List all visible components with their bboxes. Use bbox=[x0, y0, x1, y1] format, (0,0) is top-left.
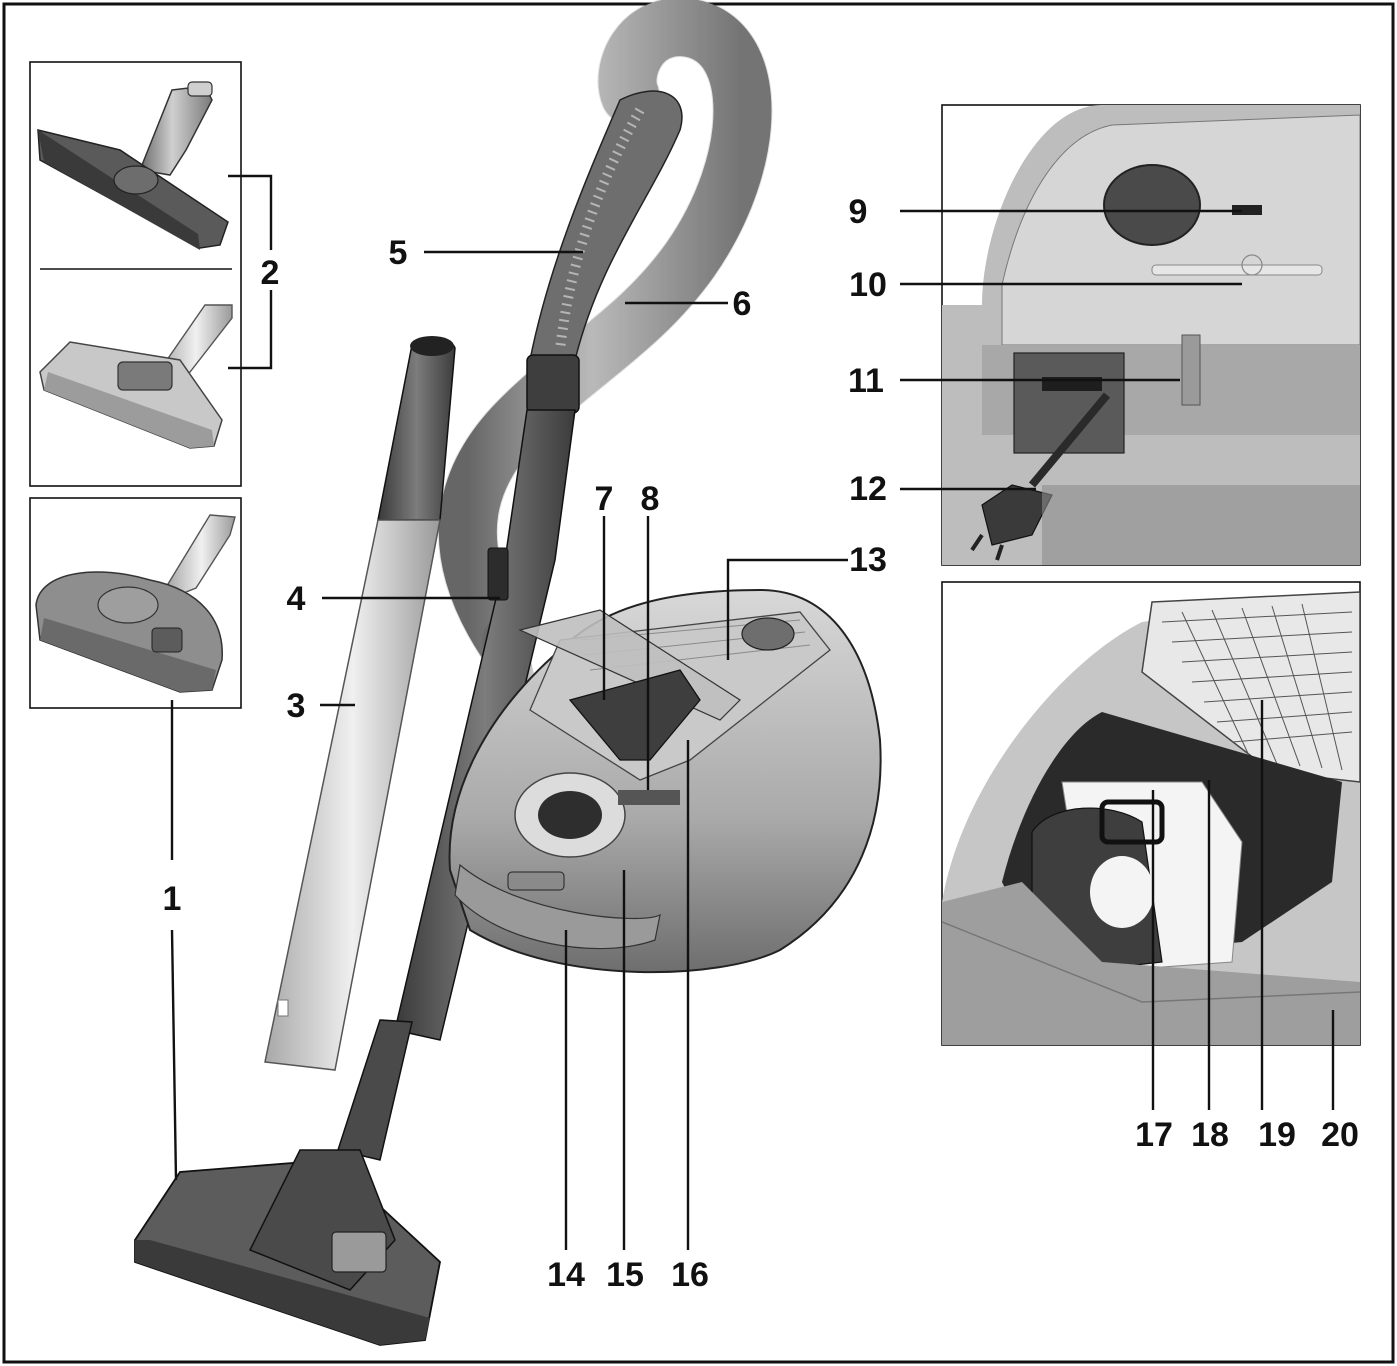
hard-floor-nozzle-illustration bbox=[37, 81, 229, 250]
carpet-nozzle-illustration bbox=[35, 514, 236, 693]
label-14: 14 bbox=[547, 1256, 585, 1294]
main-floor-nozzle-illustration bbox=[134, 1149, 441, 1346]
label-13: 13 bbox=[849, 541, 887, 579]
leader-2 bbox=[228, 174, 273, 250]
leader-lines bbox=[170, 174, 1335, 1250]
parquet-nozzle-illustration bbox=[39, 304, 233, 449]
label-12: 12 bbox=[849, 470, 887, 508]
leader-1b bbox=[170, 929, 178, 1181]
label-9: 9 bbox=[849, 193, 868, 231]
bag-compartment-inset bbox=[941, 581, 1361, 1046]
label-1: 1 bbox=[163, 880, 182, 918]
part-labels: 1 2 3 4 5 6 7 8 9 10 11 12 13 14 15 16 1… bbox=[163, 193, 1359, 1294]
label-18: 18 bbox=[1191, 1116, 1229, 1154]
telescopic-tube-illustration bbox=[337, 409, 576, 1161]
label-11: 11 bbox=[848, 362, 884, 400]
label-16: 16 bbox=[671, 1256, 709, 1294]
leader-2b bbox=[228, 290, 273, 370]
label-6: 6 bbox=[733, 285, 752, 323]
handle-illustration bbox=[526, 90, 683, 414]
extension-tube-illustration bbox=[264, 336, 456, 1071]
vacuum-body-illustration bbox=[448, 588, 882, 974]
label-15: 15 bbox=[606, 1256, 644, 1294]
label-7: 7 bbox=[595, 480, 614, 518]
leader-13 bbox=[726, 558, 848, 660]
controls-inset bbox=[941, 104, 1361, 566]
label-17: 17 bbox=[1135, 1116, 1173, 1154]
label-2: 2 bbox=[261, 254, 280, 292]
label-8: 8 bbox=[641, 480, 660, 518]
label-19: 19 bbox=[1258, 1116, 1296, 1154]
label-5: 5 bbox=[389, 234, 408, 272]
label-3: 3 bbox=[287, 687, 306, 725]
label-20: 20 bbox=[1321, 1116, 1359, 1154]
label-4: 4 bbox=[287, 580, 306, 618]
label-10: 10 bbox=[849, 266, 887, 304]
